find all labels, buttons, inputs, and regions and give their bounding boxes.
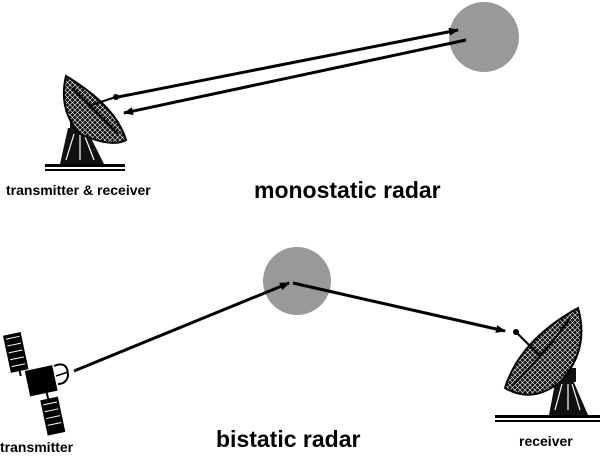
satellite-transmitter-icon — [2, 331, 70, 436]
receiver-dish-antenna-icon — [495, 306, 600, 422]
receiver-label: receiver — [519, 433, 573, 449]
monostatic-echo-arrow — [123, 38, 467, 116]
bistatic-title: bistatic radar — [216, 426, 361, 452]
bistatic-transmit-arrow — [73, 281, 290, 373]
bistatic-echo-arrow — [292, 281, 506, 333]
monostatic-target-icon — [449, 2, 519, 72]
monostatic-dish-antenna-icon — [45, 74, 128, 171]
monostatic-transmit-arrow — [117, 27, 459, 99]
transmitter-label: transmitter — [0, 439, 74, 455]
monostatic-antenna-label: transmitter & receiver — [6, 182, 151, 198]
bistatic-target-icon — [263, 247, 331, 315]
monostatic-section — [45, 2, 519, 171]
monostatic-title: monostatic radar — [254, 177, 441, 203]
bistatic-section — [2, 247, 600, 436]
